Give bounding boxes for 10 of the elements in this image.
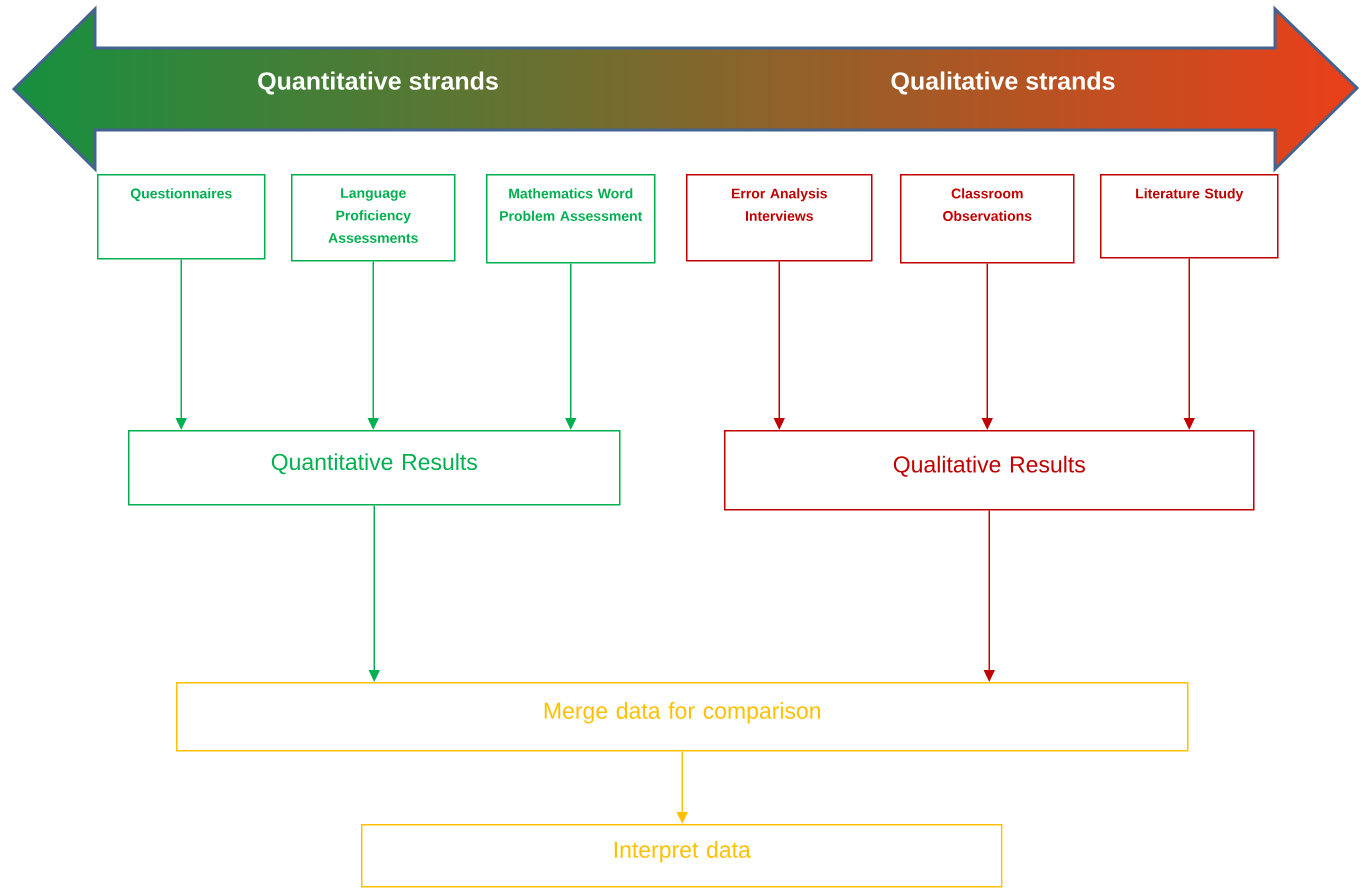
process-box: Quantitative Results <box>128 430 621 506</box>
process-box: Qualitative Results <box>724 430 1255 511</box>
source-box: Questionnaires <box>97 174 266 260</box>
process-box: Merge data for comparison <box>176 682 1189 752</box>
source-box: Literature Study <box>1100 174 1279 259</box>
source-box: Mathematics Word Problem Assessment <box>486 174 656 264</box>
source-box: Error Analysis Interviews <box>686 174 873 262</box>
source-box: Language Proficiency Assessments <box>291 174 456 262</box>
process-box: Interpret data <box>361 824 1003 888</box>
source-box: Classroom Observations <box>900 174 1075 264</box>
